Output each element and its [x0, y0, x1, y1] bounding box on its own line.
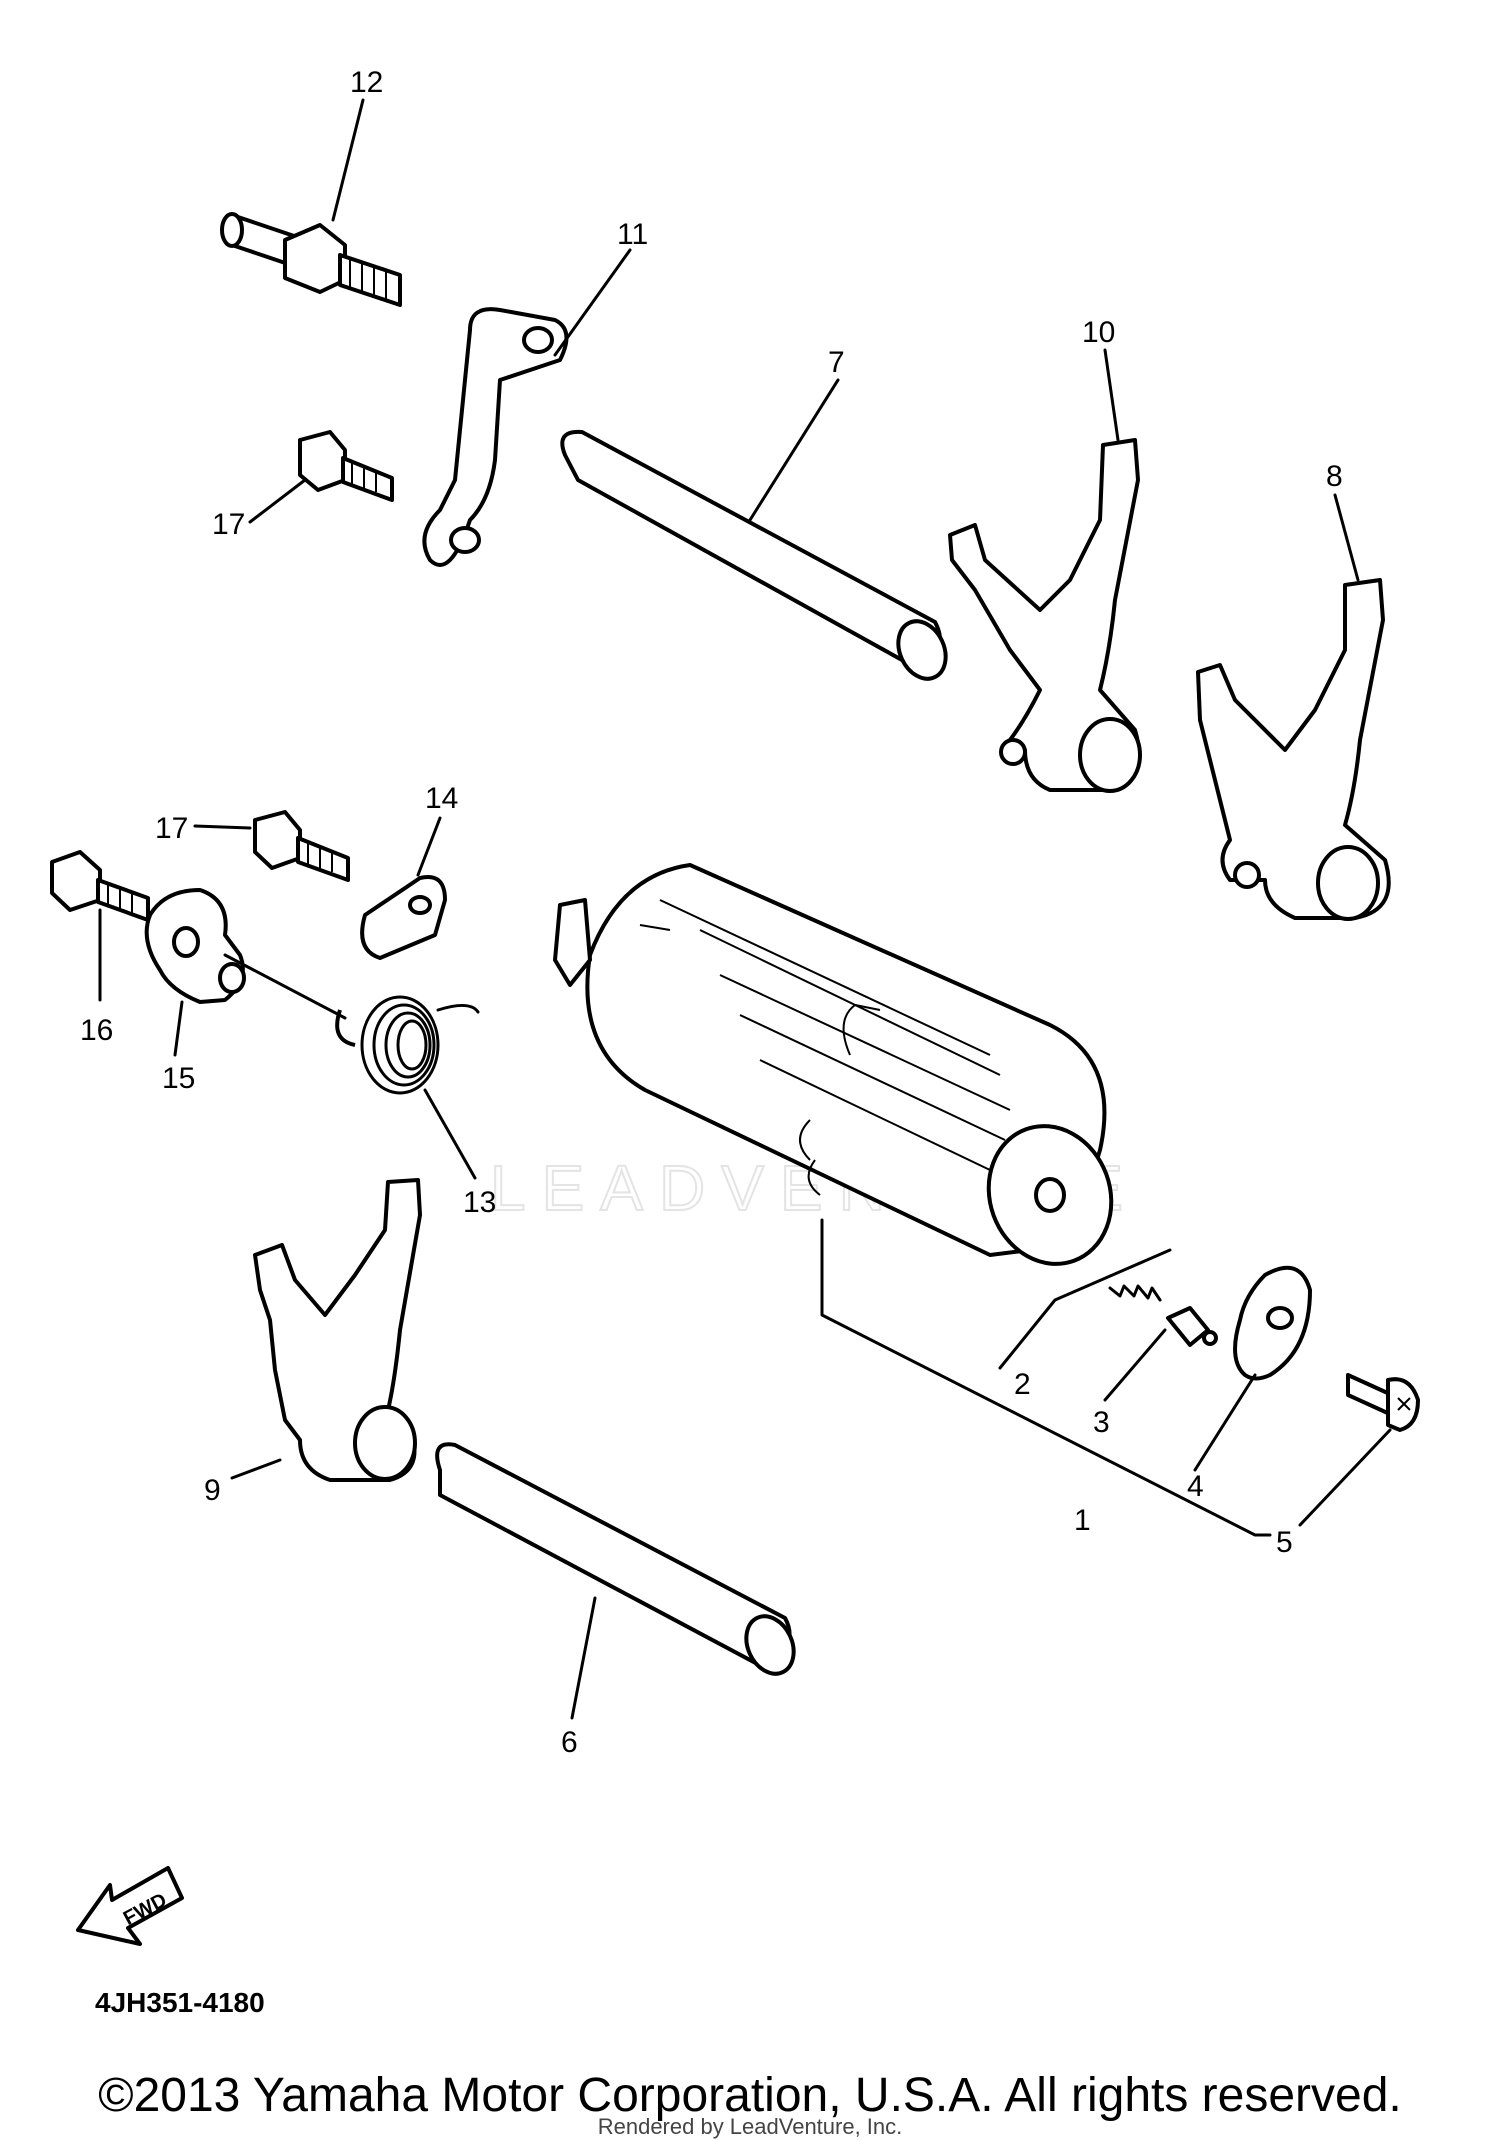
part-10-shift-fork — [948, 438, 1142, 793]
part-15-lever — [144, 888, 246, 1004]
part-17-bolt-lower — [253, 810, 350, 882]
part-8-shift-fork — [1196, 578, 1391, 921]
callout-6: 6 — [561, 1726, 578, 1759]
leader-lines — [98, 98, 1392, 1720]
part-1-shift-cam — [553, 863, 1114, 1266]
callout-7: 7 — [828, 346, 845, 379]
callout-15: 15 — [162, 1062, 195, 1095]
part-6-shaft — [435, 1442, 796, 1676]
part-5-screw — [1346, 1373, 1420, 1432]
fwd-arrow-icon: FWD — [76, 1866, 184, 1946]
callout-4: 4 — [1187, 1470, 1204, 1503]
callout-3: 3 — [1093, 1406, 1110, 1439]
part-17-bolt-upper — [298, 430, 394, 502]
callout-1: 1 — [1074, 1504, 1091, 1537]
callout-11: 11 — [617, 218, 648, 251]
copyright-notice: ©2013 Yamaha Motor Corporation, U.S.A. A… — [98, 2069, 1402, 2122]
part-2-spring — [1108, 1284, 1162, 1302]
diagram-code: 4JH351-4180 — [95, 1987, 265, 2018]
callout-5: 5 — [1276, 1526, 1293, 1559]
callout-16: 16 — [80, 1014, 113, 1047]
part-12-stud-bolt — [220, 212, 402, 307]
callout-17-upper: 17 — [212, 508, 245, 541]
callout-12: 12 — [350, 66, 383, 99]
callout-9: 9 — [204, 1474, 221, 1507]
callout-10: 10 — [1082, 316, 1115, 349]
part-11-plate — [422, 307, 569, 567]
part-4-washer — [1233, 1265, 1312, 1381]
part-9-shift-fork — [253, 1178, 422, 1482]
rendered-by-credit: Rendered by LeadVenture, Inc. — [597, 2114, 903, 2139]
callout-numbers: 12 11 7 10 8 17 17 14 16 15 13 2 3 4 1 5… — [80, 66, 1343, 1759]
callout-8: 8 — [1326, 460, 1343, 493]
callout-13: 13 — [463, 1186, 496, 1219]
part-14-plate — [360, 875, 447, 960]
callout-14: 14 — [425, 782, 458, 815]
callout-17-lower: 17 — [155, 812, 188, 845]
part-3-pin — [1166, 1306, 1218, 1347]
part-13-spring — [335, 995, 480, 1095]
callout-2: 2 — [1014, 1368, 1031, 1401]
part-7-shaft — [560, 429, 948, 681]
